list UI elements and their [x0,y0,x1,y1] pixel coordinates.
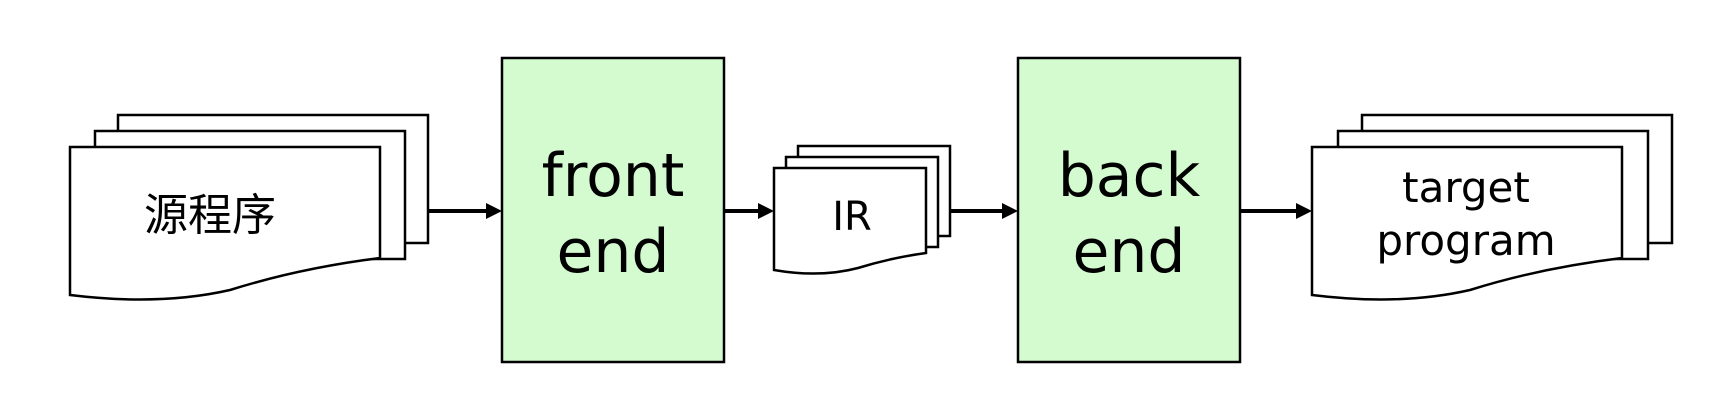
front-end-rect [500,56,726,364]
back-end-label-line1: back [1058,141,1201,211]
front-end-label-line2: end [556,217,669,287]
arrow-source-to-front-end [428,203,502,219]
source-doc-front-page [68,145,382,301]
target-doc-front-page [1310,145,1624,301]
arrow-ir-to-back-end [950,203,1018,219]
ir-doc-stack: IR [772,144,952,275]
back-end-label-line2: end [1072,217,1185,287]
source-program-label: 源程序 [144,190,276,241]
back-end-box: back end [1016,56,1242,364]
arrow-front-end-to-ir [724,203,774,219]
source-program-doc-stack: 源程序 [68,113,430,301]
front-end-box: front end [500,56,726,364]
arrow-back-end-to-target [1240,203,1312,219]
back-end-rect [1016,56,1242,364]
target-program-doc-stack: target program [1310,113,1674,301]
ir-doc-front-page [772,166,928,275]
front-end-label-line1: front [542,141,685,211]
target-label-line2: program [1376,216,1555,265]
target-label-line1: target [1402,163,1530,212]
ir-label: IR [832,194,872,240]
